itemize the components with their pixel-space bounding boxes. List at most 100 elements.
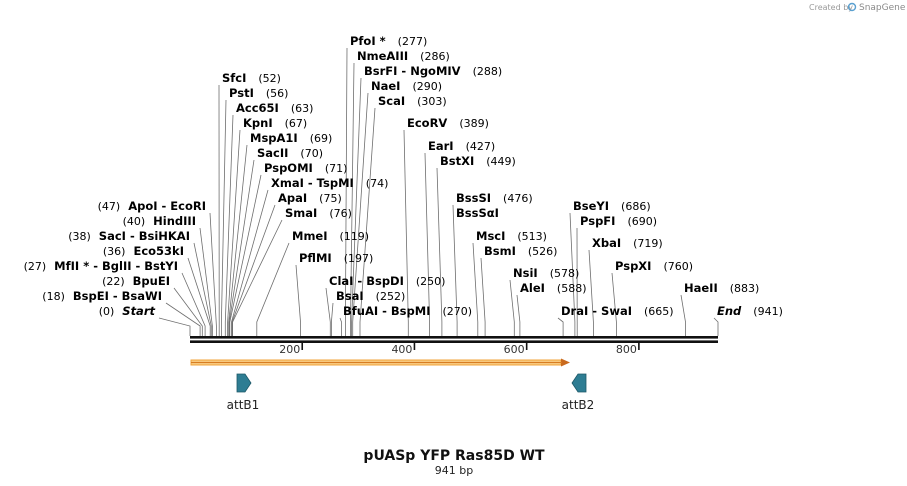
- site-start: (0)Start: [99, 304, 156, 318]
- site-position: (197): [344, 252, 374, 265]
- site-position: (513): [517, 230, 547, 243]
- site-label-eco53ki: (36)Eco53kI: [103, 244, 184, 258]
- site-label-acc65i: Acc65I(63): [236, 101, 313, 115]
- site-pspfi: PspFI(690): [580, 214, 657, 228]
- site-label-bsrfi: BsrFI - NgoMIV(288): [364, 64, 502, 78]
- site-apoi: (47)ApoI - EcoRI: [98, 199, 206, 213]
- site-position: (686): [621, 200, 651, 213]
- leader-pfoi: [345, 47, 348, 336]
- site-label-bsai: BsaI(252): [336, 289, 405, 303]
- site-position: (74): [366, 177, 389, 190]
- site-label-end: End(941): [717, 304, 783, 318]
- site-sfci: SfcI(52): [222, 71, 281, 85]
- site-ecorv: EcoRV(389): [407, 116, 489, 130]
- site-label-smai: SmaI(76): [285, 206, 352, 220]
- leader-start: [158, 317, 191, 336]
- site-label-alei: AleI(588): [520, 281, 587, 295]
- site-label-pflmi: PflMI(197): [299, 251, 373, 265]
- ruler-tick-label: 600: [504, 343, 525, 356]
- site-label-eari: EarI(427): [428, 139, 495, 153]
- site-position: (760): [663, 260, 693, 273]
- site-bsmi: BsmI(526): [484, 244, 557, 258]
- site-pspomi: PspOMI(71): [264, 161, 347, 175]
- backbone-bottom-strand: [190, 340, 718, 343]
- site-hindiii: (40)HindIII: [123, 214, 196, 228]
- orf-arrow: [190, 358, 570, 367]
- sequence-length: 941 bp: [435, 464, 473, 477]
- site-position: (389): [459, 117, 489, 130]
- site-position: (18): [42, 290, 65, 303]
- site-label-saci: (38)SacI - BsiHKAI: [68, 229, 190, 243]
- leader-nsii: [509, 279, 515, 336]
- site-label-mspa1i: MspA1I(69): [250, 131, 332, 145]
- site-bsssi: BssSI(476): [456, 191, 533, 205]
- leader-pspxi: [611, 272, 617, 336]
- site-eco53ki: (36)Eco53kI: [103, 244, 184, 258]
- site-position: (290): [412, 80, 442, 93]
- leader-apai: [231, 204, 276, 336]
- sequence-name: pUASp YFP Ras85D WT: [363, 448, 545, 464]
- site-label-sacii: SacII(70): [257, 146, 323, 160]
- site-label-bpuei: (22)BpuEI: [102, 274, 170, 288]
- leader-eco53ki: [187, 257, 211, 336]
- leader-ecorv: [403, 129, 409, 336]
- leader-acc65i: [224, 114, 234, 336]
- feature-attB1: attB1: [227, 373, 259, 412]
- site-position: (52): [258, 72, 281, 85]
- site-label-mmei: MmeI(119): [292, 229, 369, 243]
- leader-naei: [352, 92, 369, 336]
- site-labels: SfcI(52)PstI(56)Acc65I(63)KpnI(67)MspA1I…: [24, 34, 783, 318]
- site-label-naei: NaeI(290): [371, 79, 442, 93]
- site-alei: AleI(588): [520, 281, 587, 295]
- site-position: (40): [123, 215, 146, 228]
- map-title: pUASp YFP Ras85D WT 941 bp: [363, 448, 545, 477]
- attb2-arrow-icon: [571, 373, 587, 393]
- site-bpuei: (22)BpuEI: [102, 274, 170, 288]
- site-position: (252): [376, 290, 406, 303]
- site-naei: NaeI(290): [371, 79, 442, 93]
- site-mfii: (27)MfII * - BglII - BstYI: [24, 259, 178, 273]
- leader-bspei: [165, 302, 201, 336]
- site-label-xbai: XbaI(719): [592, 236, 663, 250]
- site-bsrfi: BsrFI - NgoMIV(288): [364, 64, 502, 78]
- leader-bsssi: [452, 204, 458, 336]
- leader-kpni: [227, 129, 241, 336]
- leader-scai: [359, 107, 376, 336]
- site-position: (27): [24, 260, 47, 273]
- leader-mspa1i: [228, 144, 248, 336]
- orf-arrowhead: [561, 358, 570, 367]
- leader-mfii: [181, 272, 206, 336]
- site-label-pfoi: PfoI *(277): [350, 34, 427, 48]
- leader-end: [713, 317, 719, 336]
- site-label-mfii: (27)MfII * - BglII - BstYI: [24, 259, 178, 273]
- site-bsss-i: BssSαI: [456, 206, 499, 220]
- site-position: (427): [466, 140, 496, 153]
- leader-mmei: [256, 242, 290, 336]
- site-position: (56): [266, 87, 289, 100]
- site-position: (588): [557, 282, 587, 295]
- site-scai: ScaI(303): [378, 94, 447, 108]
- site-position: (270): [443, 305, 473, 318]
- leader-bsrfi: [351, 77, 362, 336]
- site-position: (719): [633, 237, 663, 250]
- site-smai: SmaI(76): [285, 206, 352, 220]
- site-label-bfuai: BfuAI - BspMI(270): [343, 304, 472, 318]
- leader-bstxi: [436, 167, 443, 336]
- site-position: (665): [644, 305, 674, 318]
- site-label-drai: DraI - SwaI(665): [561, 304, 674, 318]
- site-position: (75): [319, 192, 342, 205]
- site-position: (476): [503, 192, 533, 205]
- site-mmei: MmeI(119): [292, 229, 369, 243]
- site-nsii: NsiI(578): [513, 266, 579, 280]
- site-sacii: SacII(70): [257, 146, 323, 160]
- leader-saci: [193, 242, 212, 336]
- site-saci: (38)SacI - BsiHKAI: [68, 229, 190, 243]
- feature-attB2: attB2: [562, 373, 594, 412]
- leader-bfuai: [339, 317, 342, 336]
- credit-brand: SnapGene: [859, 3, 906, 13]
- site-xmai: XmaI - TspMI(74): [271, 176, 388, 190]
- site-pspxi: PspXI(760): [615, 259, 693, 273]
- site-label-psti: PstI(56): [229, 86, 288, 100]
- site-label-bspei: (18)BspEI - BsaWI: [42, 289, 162, 303]
